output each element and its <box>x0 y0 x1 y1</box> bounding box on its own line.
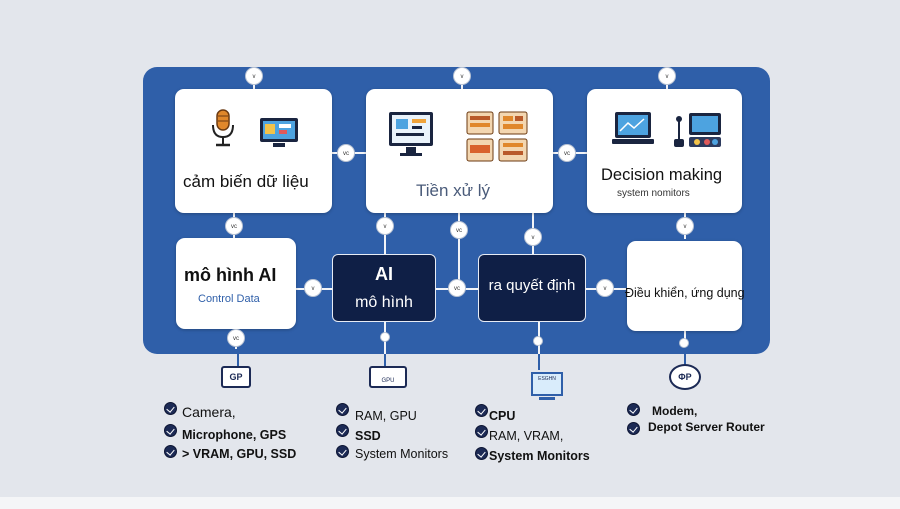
list-item: > VRAM, GPU, SSD <box>182 447 297 461</box>
ai-model-sublabel: Control Data <box>198 293 260 305</box>
list-item: SSD <box>355 429 381 443</box>
ai-core-title: AI <box>375 264 393 284</box>
ai-model-label: mô hình AI <box>184 265 277 285</box>
connector <box>384 354 386 366</box>
data-blocks-icon <box>466 111 528 162</box>
list-item: System Monitors <box>355 447 449 461</box>
check-bullet-icon <box>164 402 177 415</box>
decision-label: ra quyết định <box>488 277 576 294</box>
connector-node: vc <box>225 217 243 235</box>
list-item: RAM, GPU <box>355 409 417 423</box>
list-item: System Monitors <box>489 449 590 463</box>
list-item: Microphone, GPS <box>182 428 287 442</box>
monitor-stand-icon <box>539 397 555 400</box>
connector <box>237 350 239 368</box>
connector-node: v <box>304 279 322 297</box>
check-bullet-icon <box>627 422 640 435</box>
check-bullet-icon <box>475 404 488 417</box>
ai-model-box: mô hình AI Control Data <box>176 238 296 329</box>
sensor-data-box: cảm biến dữ liệu <box>175 89 332 213</box>
connector-node: v <box>376 217 394 235</box>
list-item: Camera, <box>182 404 236 420</box>
monitor-icon <box>260 118 298 147</box>
decision-making-label: Decision making <box>601 166 723 184</box>
connector-node <box>679 338 689 348</box>
control-panel-icon <box>674 113 721 147</box>
check-bullet-icon <box>336 445 349 458</box>
connector-node: vc <box>450 221 468 239</box>
connector <box>458 213 460 291</box>
page-footer-strip <box>0 497 900 509</box>
microphone-icon <box>212 109 234 147</box>
list-item: Modem, <box>652 404 698 418</box>
list-item: CPU <box>489 409 516 423</box>
connector-node: vc <box>227 329 245 347</box>
connector-node: v <box>245 67 263 85</box>
gpu-card-icon: GP <box>221 366 251 388</box>
sensor-data-label: cảm biến dữ liệu <box>183 172 309 191</box>
control-application-box: Điều khiển, ứng dụng <box>625 241 745 331</box>
check-bullet-icon <box>336 424 349 437</box>
connector <box>684 350 686 366</box>
monitor-icon <box>389 112 433 156</box>
connector-node: v <box>524 228 542 246</box>
check-bullet-icon <box>164 445 177 458</box>
connector-node <box>533 336 543 346</box>
connector-node: vc <box>337 144 355 162</box>
connector-node: v <box>676 217 694 235</box>
control-application-label: Điều khiển, ứng dụng <box>625 286 745 300</box>
connector-node: v <box>453 67 471 85</box>
ai-core-sublabel: mô hình <box>355 294 413 311</box>
monitor-device-icon: ESGHN <box>531 372 563 396</box>
preprocessing-box: Tiền xử lý <box>366 89 553 213</box>
list-item: RAM, VRAM, <box>489 429 564 443</box>
check-bullet-icon <box>627 403 640 416</box>
connector <box>538 354 540 370</box>
check-bullet-icon <box>475 425 488 438</box>
decision-box: ra quyết định <box>478 254 586 322</box>
gpu-box-icon: GPU <box>369 366 407 388</box>
decision-making-sublabel: system nomitors <box>617 188 690 199</box>
preprocessing-label: Tiền xử lý <box>416 181 491 200</box>
laptop-icon <box>612 112 654 144</box>
router-icon: ΦP <box>669 364 701 390</box>
ai-model-core-box: AI mô hình <box>332 254 436 322</box>
connector-node: vc <box>558 144 576 162</box>
connector-node: vc <box>448 279 466 297</box>
check-bullet-icon <box>475 447 488 460</box>
check-bullet-icon <box>336 403 349 416</box>
decision-making-box: Decision making system nomitors <box>587 89 742 213</box>
connector-node: v <box>596 279 614 297</box>
list-item: Depot Server Router <box>648 420 765 434</box>
connector-node: v <box>658 67 676 85</box>
connector-node <box>380 332 390 342</box>
check-bullet-icon <box>164 424 177 437</box>
